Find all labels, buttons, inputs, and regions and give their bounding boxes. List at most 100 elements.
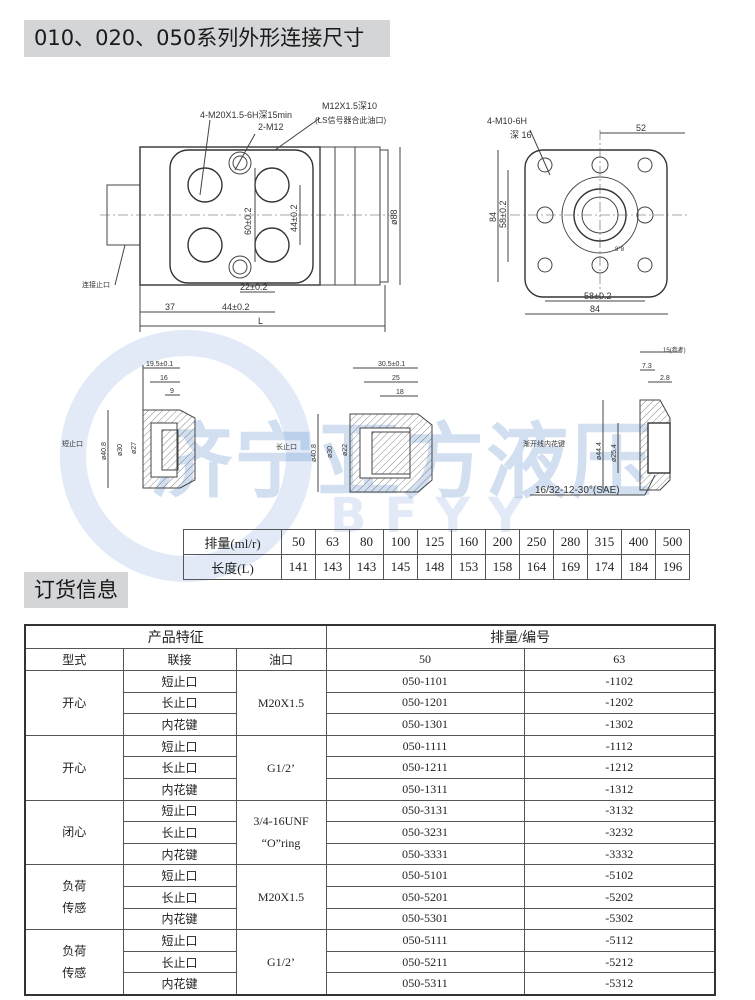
svg-text:84: 84 <box>590 304 600 314</box>
row-label: 排量(ml/r) <box>183 529 282 555</box>
code-50-cell: 050-1311 <box>325 777 525 801</box>
code-50-cell: 050-3231 <box>325 821 525 844</box>
port-cell: G1/2’ <box>235 929 327 996</box>
svg-text:9: 9 <box>170 388 174 395</box>
section-short-spigot: 19.5±0.1 16 9 短止口 ø40.8 ø30 ø27 <box>62 361 196 489</box>
displacement-cell: 63 <box>315 529 350 555</box>
row-label: 长度(L) <box>183 554 282 580</box>
front-view-drawing: 4-M20X1.5-6H深15min M12X1.5深10 (LS信号器合此油口… <box>82 101 401 332</box>
column-header-row: 型式 联接 油口 50 63 <box>24 648 716 671</box>
displacement-cell: 315 <box>587 529 622 555</box>
length-cell: 174 <box>587 554 622 580</box>
code-63-cell: -3132 <box>523 799 716 823</box>
header-product-features: 产品特征 <box>24 624 327 649</box>
section-title-ordering: 订货信息 <box>24 572 128 608</box>
svg-text:短止口: 短止口 <box>62 439 83 448</box>
svg-text:16: 16 <box>160 375 168 382</box>
connection-cell: 内花键 <box>122 842 237 866</box>
connection-cell: 长止口 <box>122 950 237 974</box>
svg-text:ø44.4: ø44.4 <box>596 442 603 460</box>
svg-text:2-M12: 2-M12 <box>258 122 284 132</box>
length-cell: 145 <box>383 554 418 580</box>
svg-text:深 16: 深 16 <box>510 130 532 140</box>
length-cell: 164 <box>519 554 554 580</box>
connection-cell: 短止口 <box>122 799 237 823</box>
connection-cell: 短止口 <box>122 734 237 758</box>
svg-text:ø27: ø27 <box>131 442 138 454</box>
svg-text:ø22: ø22 <box>342 444 349 456</box>
table-row: 内花键 050-5311-5312 <box>25 972 716 996</box>
code-50-cell: 050-1101 <box>325 670 525 693</box>
code-63-cell: -5312 <box>523 972 716 996</box>
connection-cell: 短止口 <box>122 864 237 887</box>
port-cell: M20X1.5 <box>235 670 327 736</box>
length-cell: 148 <box>417 554 452 580</box>
code-63-cell: -1312 <box>523 777 716 801</box>
col-header: 63 <box>523 648 716 671</box>
svg-text:4-M10-6H: 4-M10-6H <box>487 116 527 126</box>
svg-text:8°8: 8°8 <box>615 247 625 253</box>
displacement-cell: 250 <box>519 529 554 555</box>
code-50-cell: 050-1201 <box>325 691 525 715</box>
connection-cell: 内花键 <box>122 713 237 736</box>
group-header-row: 产品特征 排量/编号 <box>24 624 716 649</box>
svg-text:ø25.4: ø25.4 <box>611 444 618 462</box>
length-cell: 158 <box>485 554 520 580</box>
svg-text:58±0.2: 58±0.2 <box>584 291 611 301</box>
code-63-cell: -1102 <box>523 670 716 693</box>
connection-cell: 长止口 <box>122 691 237 715</box>
col-header: 50 <box>325 648 525 671</box>
code-50-cell: 050-1111 <box>325 734 525 758</box>
table-row: 内花键 050-1311-1312 <box>25 777 716 801</box>
rear-view-drawing: 4-M10-6H 深 16 52 84 58±0.2 58±0.2 84 8°8 <box>487 116 690 315</box>
svg-text:44±0.2: 44±0.2 <box>289 205 299 232</box>
type-cell: 开心 <box>24 670 124 736</box>
displacement-cell: 100 <box>383 529 418 555</box>
code-63-cell: -1302 <box>523 713 716 736</box>
connection-cell: 长止口 <box>122 756 237 779</box>
length-cell: 196 <box>655 554 690 580</box>
connection-cell: 短止口 <box>122 670 237 693</box>
svg-text:ø30: ø30 <box>117 444 124 456</box>
svg-text:连接止口: 连接止口 <box>82 280 110 289</box>
code-63-cell: -5102 <box>523 864 716 887</box>
connection-cell: 内花键 <box>122 972 237 996</box>
svg-text:M12X1.5深10: M12X1.5深10 <box>322 101 377 111</box>
connection-cell: 内花键 <box>122 777 237 801</box>
code-63-cell: -5202 <box>523 885 716 909</box>
connection-cell: 长止口 <box>122 821 237 844</box>
code-63-cell: -5112 <box>523 929 716 952</box>
type-cell: 负荷传感 <box>24 929 124 996</box>
col-header: 联接 <box>122 648 237 671</box>
displacement-cell: 200 <box>485 529 520 555</box>
svg-text:15(参考): 15(参考) <box>663 346 686 354</box>
length-cell: 153 <box>451 554 486 580</box>
svg-text:37: 37 <box>165 302 175 312</box>
svg-text:长止口: 长止口 <box>276 442 297 451</box>
code-50-cell: 050-5311 <box>325 972 525 996</box>
code-63-cell: -5302 <box>523 907 716 931</box>
svg-text:22±0.2: 22±0.2 <box>240 282 267 292</box>
technical-drawings: 4-M20X1.5-6H深15min M12X1.5深10 (LS信号器合此油口… <box>62 101 690 496</box>
displacement-cell: 160 <box>451 529 486 555</box>
connection-cell: 短止口 <box>122 929 237 952</box>
code-50-cell: 050-5301 <box>325 907 525 931</box>
svg-text:60±0.2: 60±0.2 <box>243 208 253 235</box>
code-50-cell: 050-5101 <box>325 864 525 887</box>
port-cell: 3/4-16UNF“O”ring <box>235 799 327 866</box>
length-cell: 169 <box>553 554 588 580</box>
code-50-cell: 050-3331 <box>325 842 525 866</box>
svg-text:16/32-12-30°(SAE): 16/32-12-30°(SAE) <box>535 485 620 496</box>
port-cell: M20X1.5 <box>235 864 327 931</box>
code-50-cell: 050-1211 <box>325 756 525 779</box>
svg-text:25: 25 <box>392 375 400 382</box>
svg-text:84: 84 <box>488 212 498 222</box>
code-63-cell: -1202 <box>523 691 716 715</box>
svg-text:7.3: 7.3 <box>642 363 652 370</box>
